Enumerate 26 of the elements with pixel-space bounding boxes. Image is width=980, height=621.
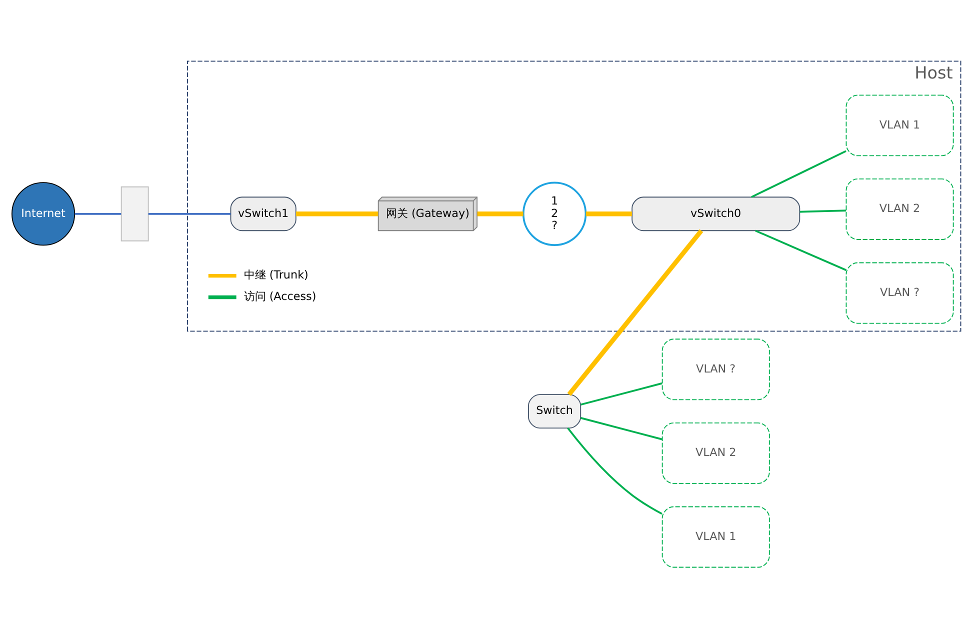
connector bbox=[477, 212, 524, 216]
legend-label: 中继 (Trunk) bbox=[244, 268, 308, 282]
node-box: VLAN ? bbox=[662, 338, 770, 400]
connector bbox=[580, 382, 662, 406]
node-box: VLAN 2 bbox=[846, 178, 954, 240]
node-box bbox=[120, 186, 149, 242]
connector bbox=[751, 150, 846, 198]
node-box: VLAN 2 bbox=[662, 422, 770, 484]
node-box: vSwitch0 bbox=[632, 196, 800, 232]
connector bbox=[296, 212, 378, 216]
connector bbox=[148, 212, 231, 215]
node-box: VLAN 1 bbox=[846, 94, 954, 156]
node-circle: Internet bbox=[12, 182, 76, 246]
connector bbox=[580, 417, 662, 440]
connector bbox=[800, 210, 846, 213]
connector bbox=[755, 230, 846, 271]
legend-label: 访问 (Access) bbox=[244, 290, 316, 304]
node-box: vSwitch1 bbox=[230, 196, 296, 232]
node-circle: 1 2 ? bbox=[522, 182, 587, 246]
connector bbox=[74, 212, 122, 215]
connector bbox=[567, 229, 704, 396]
node-box: VLAN ? bbox=[846, 262, 954, 324]
connector bbox=[586, 212, 632, 216]
node-box: VLAN 1 bbox=[662, 506, 770, 568]
node-box: Switch bbox=[528, 394, 582, 429]
connector bbox=[567, 428, 662, 515]
